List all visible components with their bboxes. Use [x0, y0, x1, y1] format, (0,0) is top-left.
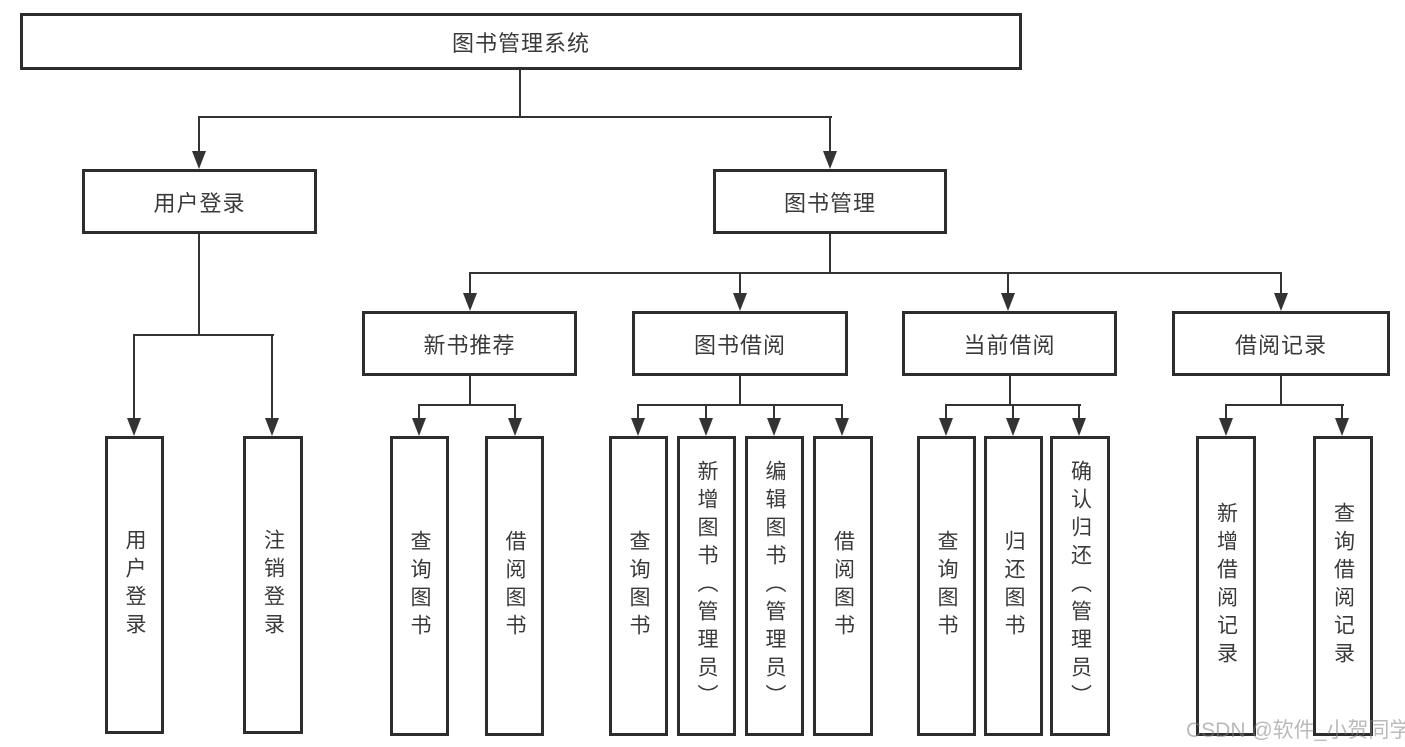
- connector-line: [1007, 272, 1009, 293]
- leaf-logout: 注销登录: [243, 436, 303, 734]
- arrow-down-icon: [1006, 418, 1020, 436]
- connector-line: [945, 404, 947, 420]
- arrow-down-icon: [1219, 418, 1233, 436]
- arrow-down-icon: [265, 418, 279, 436]
- arrow-down-icon: [823, 151, 837, 169]
- node-current-borrow: 当前借阅: [902, 311, 1117, 376]
- connector-line: [469, 272, 1282, 274]
- connector-line: [1225, 404, 1344, 406]
- leaf-label: 注销登录: [261, 529, 285, 641]
- connector-line: [1009, 376, 1011, 406]
- leaf-query-books: 查询图书: [390, 436, 449, 736]
- arrow-down-icon: [508, 418, 522, 436]
- connector-line: [1012, 404, 1014, 420]
- connector-line: [133, 334, 135, 420]
- node-label: 图书管理: [783, 190, 876, 216]
- leaf-borrow-books: 借阅图书: [485, 436, 544, 736]
- leaf-label: 借阅图书: [831, 530, 855, 642]
- node-label: 新书推荐: [423, 332, 516, 358]
- node-label: 图书借阅: [693, 332, 786, 358]
- watermark: CSDN @软件_小贺同学: [1186, 719, 1405, 742]
- leaf-label: 新增图书（管理员）: [695, 460, 718, 712]
- connector-line: [773, 404, 775, 420]
- arrow-down-icon: [631, 418, 645, 436]
- node-label: 借阅记录: [1234, 332, 1327, 358]
- leaf-borrow-books: 借阅图书: [813, 436, 873, 736]
- connector-line: [418, 404, 516, 406]
- leaf-add-borrow-record: 新增借阅记录: [1196, 436, 1256, 736]
- arrow-down-icon: [127, 418, 141, 436]
- leaf-query-books: 查询图书: [917, 436, 976, 736]
- leaf-label: 查询图书: [935, 530, 958, 642]
- leaf-return-books: 归还图书: [984, 436, 1043, 736]
- leaf-label: 查询借阅记录: [1331, 502, 1355, 670]
- arrow-down-icon: [699, 418, 713, 436]
- connector-line: [841, 404, 843, 420]
- connector-line: [705, 404, 707, 420]
- leaf-label: 确认归还（管理员）: [1068, 460, 1092, 712]
- node-borrow-records: 借阅记录: [1172, 311, 1390, 376]
- connector-line: [469, 272, 471, 293]
- node-book-borrow: 图书借阅: [632, 311, 848, 376]
- connector-line: [829, 234, 831, 274]
- connector-line: [637, 404, 843, 406]
- arrow-down-icon: [412, 418, 426, 436]
- arrow-down-icon: [1072, 418, 1086, 436]
- leaf-query-borrow-record: 查询借阅记录: [1313, 436, 1373, 736]
- connector-line: [198, 116, 832, 118]
- connector-line: [1341, 404, 1343, 420]
- arrow-down-icon: [192, 151, 206, 169]
- connector-line: [514, 404, 516, 420]
- arrow-down-icon: [939, 418, 953, 436]
- leaf-add-book-admin: 新增图书（管理员）: [677, 436, 736, 736]
- connector-line: [469, 376, 471, 406]
- leaf-edit-book-admin: 编辑图书（管理员）: [745, 436, 804, 736]
- node-book-management: 图书管理: [713, 169, 947, 234]
- connector-line: [637, 404, 639, 420]
- connector-line: [198, 233, 200, 335]
- leaf-label: 归还图书: [1002, 530, 1025, 642]
- connector-line: [829, 116, 831, 153]
- connector-line: [418, 404, 420, 420]
- arrow-down-icon: [767, 418, 781, 436]
- leaf-label: 新增借阅记录: [1214, 502, 1238, 670]
- connector-line: [1280, 376, 1282, 406]
- connector-line: [1078, 404, 1080, 420]
- connector-line: [519, 69, 521, 117]
- arrow-down-icon: [463, 293, 477, 311]
- connector-line: [1280, 272, 1282, 293]
- connector-line: [739, 272, 741, 293]
- node-user-login: 用户登录: [82, 169, 317, 234]
- arrow-down-icon: [1001, 293, 1015, 311]
- node-label: 当前借阅: [963, 332, 1056, 358]
- leaf-label: 用户登录: [123, 529, 146, 641]
- connector-line: [133, 334, 274, 336]
- node-new-book-recommend: 新书推荐: [362, 311, 577, 376]
- node-root-system: 图书管理系统: [20, 13, 1022, 70]
- leaf-query-books: 查询图书: [609, 436, 668, 736]
- leaf-label: 借阅图书: [503, 530, 526, 642]
- arrow-down-icon: [1335, 418, 1349, 436]
- node-label: 用户登录: [153, 190, 246, 216]
- connector-line: [739, 376, 741, 406]
- leaf-confirm-return-admin: 确认归还（管理员）: [1050, 436, 1110, 736]
- node-label: 图书管理系统: [451, 30, 590, 56]
- connector-line: [198, 116, 200, 153]
- leaf-label: 编辑图书（管理员）: [763, 460, 786, 712]
- arrow-down-icon: [835, 418, 849, 436]
- connector-line: [271, 334, 273, 420]
- leaf-label: 查询图书: [627, 530, 650, 642]
- leaf-user-login: 用户登录: [105, 436, 164, 734]
- arrow-down-icon: [1274, 293, 1288, 311]
- arrow-down-icon: [733, 293, 747, 311]
- connector-line: [1225, 404, 1227, 420]
- leaf-label: 查询图书: [408, 530, 431, 642]
